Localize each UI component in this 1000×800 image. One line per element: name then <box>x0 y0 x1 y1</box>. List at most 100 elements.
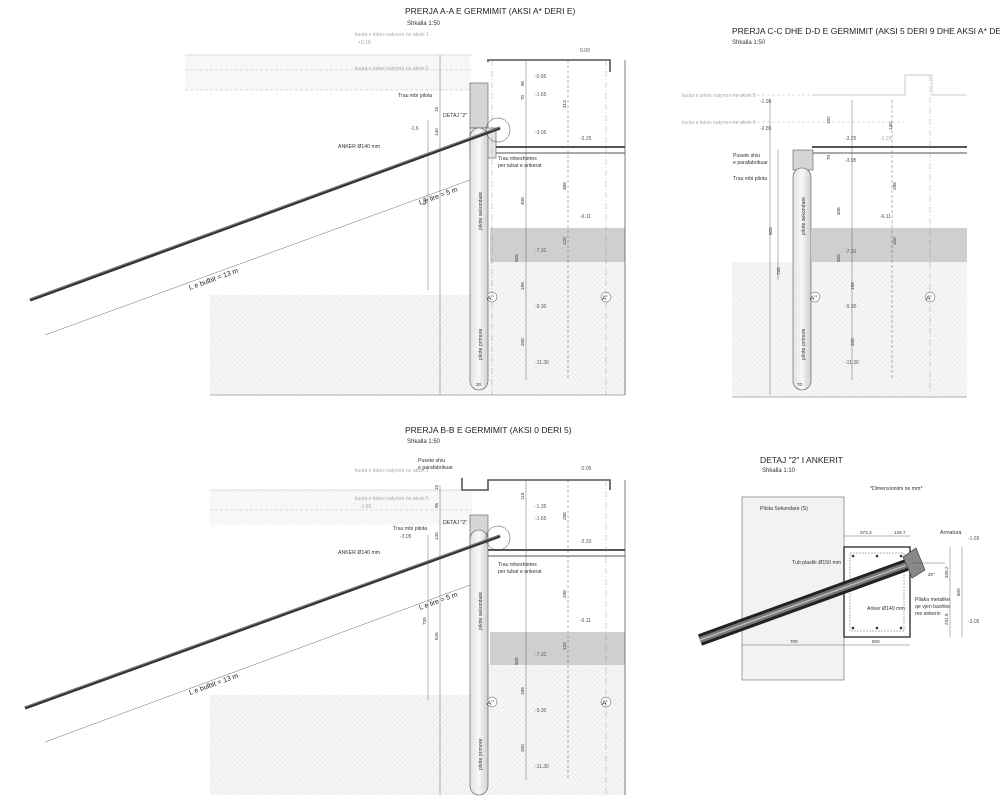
dim-text: 140 <box>434 128 439 136</box>
dim-text: 95 <box>434 502 439 508</box>
bb-building <box>461 478 611 491</box>
bb-anchor-label: ANKER Ø140 mm <box>338 550 380 556</box>
bb-elevations: -0.05 -1.35 -1.65 -1.85 -3.05 -3.33 -6.1… <box>360 466 592 770</box>
dim-text: 15 <box>434 106 439 112</box>
dim-text: 735 <box>776 267 781 275</box>
detail-dim-top-1: 373.3 <box>860 530 872 535</box>
bb-support-beam-2: per tubat e ankerat <box>498 569 542 575</box>
bb-detail-circle <box>485 525 511 551</box>
elevation: -3.05 <box>400 534 412 540</box>
dim-text: 70 <box>797 382 803 387</box>
elevation: -6.11 <box>580 618 591 624</box>
elevation: +0.18 <box>358 40 371 46</box>
section-bb: PRERJA B-B E GERMIMIT (AKSI 0 DERI 5) Sh… <box>24 425 626 796</box>
elevation: -6.11 <box>880 214 891 220</box>
dim-text: 735 <box>422 617 427 625</box>
dim-text: 406 <box>836 207 841 215</box>
rebar-dot <box>875 626 879 630</box>
dim-text: 626 <box>434 632 439 640</box>
elevation: -3.23 <box>880 136 892 142</box>
bb-ground-label-1: kuota e tokes natyrore ne aksin 1 <box>355 468 429 474</box>
ground-label-2: kuota e tokes natyrore ne aksin 5 <box>355 66 429 72</box>
bulb-length-label: L e bulbit = 13 m <box>188 268 239 292</box>
bb-support-beam: Trau mbeshtetes <box>498 562 537 568</box>
slab-grey <box>490 228 625 262</box>
dim-text: 70 <box>520 94 525 100</box>
section-aa-title: PRERJA A-A E GERMIMIT (AKSI A* DERI E) <box>405 6 576 16</box>
elevation: -7.31 <box>535 248 547 254</box>
detail-anchor-rod <box>697 557 915 646</box>
dim-text: 199 <box>850 282 855 290</box>
elevation: -9.30 <box>535 304 547 310</box>
section-bb-title: PRERJA B-B E GERMIMIT (AKSI 0 DERI 5) <box>405 425 572 435</box>
bb-soil-upper <box>210 490 472 525</box>
dim-text: 110 <box>520 492 525 500</box>
dim-text: 925 <box>836 254 841 262</box>
elevation: -1.35 <box>535 504 547 510</box>
bb-ground-label-2: kuota e tokes natyrore ne aksin 5 <box>355 496 429 502</box>
dim-text: 15 <box>434 484 439 490</box>
dim-text: 120 <box>562 642 567 650</box>
elevation: -3.05 <box>535 130 547 136</box>
cc-soil <box>732 262 967 397</box>
cc-well-label-2: e parafabrikuar <box>733 160 768 166</box>
soil-upper <box>185 55 470 90</box>
section-cc: PRERJA C-C DHE D-D E GERMIMIT (AKSI 5 DE… <box>682 26 1000 398</box>
dim-text: 388 <box>562 182 567 190</box>
bb-soil-lower <box>210 695 470 795</box>
pile-secondary-label: pilote sekondare <box>478 192 484 230</box>
elevation: -1.65 <box>535 92 547 98</box>
cc-pile-secondary: pilote sekondare <box>801 197 807 235</box>
dim-text: 408 <box>520 197 525 205</box>
section-cc-scale: Shkalla 1:50 <box>732 40 766 46</box>
detail-note: *Dimensionimi ne mm* <box>870 486 922 492</box>
anchor-rod-highlight <box>29 126 501 300</box>
bb-detail-ref: DETAJ "2" <box>443 520 467 526</box>
support-beam-label: Trau mbeshtetes <box>498 156 537 162</box>
rebar-dot <box>899 626 903 630</box>
cc-ground-label-1: kuota e tokes natyrore ne aksin 5 <box>682 93 756 99</box>
beam-label: Trau mbi pilota <box>398 93 432 99</box>
detail-beam-inner <box>849 552 905 632</box>
section-aa: PRERJA A-A E GERMIMIT (AKSI A* DERI E) S… <box>29 6 626 396</box>
elevation: -3.25 <box>845 136 857 142</box>
cc-building <box>812 74 967 96</box>
elevation: -0.85 <box>535 74 547 80</box>
detail-anchor: DETAJ "2" I ANKERIT Shkalla 1:10 *Dimens… <box>697 455 980 681</box>
cc-well-label: Pusete shiu <box>733 153 760 159</box>
detail-dim-top-2: 126.7 <box>894 530 906 535</box>
aa-dimensions: 70 95 140 15 313 388 408 835 120 199 200… <box>422 80 567 387</box>
cc-axis-right: A' <box>926 295 932 302</box>
detail-dim-right-1: 348.2 <box>944 566 949 578</box>
elevation: -3.33 <box>580 539 592 545</box>
bb-well-label-2: e parafabrikuar <box>418 465 453 471</box>
detail-anchor-label: Anker Ø140 mm <box>867 606 905 612</box>
cc-ground-label-2: kuota e tokes natyrore ne aksin 9 <box>682 120 756 126</box>
support-beam-label-2: per tubat e ankerat <box>498 163 542 169</box>
bb-dimensions: 15 95 140 110 288 288 735 626 925 120 19… <box>422 484 567 752</box>
soil-right <box>470 262 625 395</box>
cc-beam-label: Trau mbi pilota <box>733 176 767 182</box>
detail-title: DETAJ "2" I ANKERIT <box>760 455 843 465</box>
cc-axis-left-bubble <box>809 291 821 303</box>
axis-right-label: A' <box>602 295 608 302</box>
elevation: -7.31 <box>535 652 547 658</box>
dim-text: 313 <box>562 100 567 108</box>
dim-text: 288 <box>562 590 567 598</box>
cc-elevations: -1.95 -2.85 -3.25 -3.95 -6.11 -7.31 -9.3… <box>760 99 892 366</box>
dim-text: 200 <box>850 338 855 346</box>
bb-beam-label: Trau mbi pilota <box>393 526 427 532</box>
capping-beam <box>469 82 489 129</box>
bb-axis-left: A'' <box>487 700 494 707</box>
dim-text: 605 <box>768 227 773 235</box>
dim-text: 140 <box>888 122 893 130</box>
cc-dimensions: 192 140 70 288 406 605 735 120 199 200 9… <box>768 116 897 387</box>
cc-pile-primary: pilote primore <box>801 328 807 360</box>
rebar-dot <box>899 554 903 558</box>
detail-angle: 20° <box>928 572 935 577</box>
detail-beam-block <box>843 546 911 638</box>
bb-axis-left-bubble <box>486 696 498 708</box>
dim-text: 835 <box>422 197 427 205</box>
ground-label-1: kuota e tokes natyrore ne aksin 1 <box>355 32 429 38</box>
elevation: -1.65 <box>535 516 547 522</box>
